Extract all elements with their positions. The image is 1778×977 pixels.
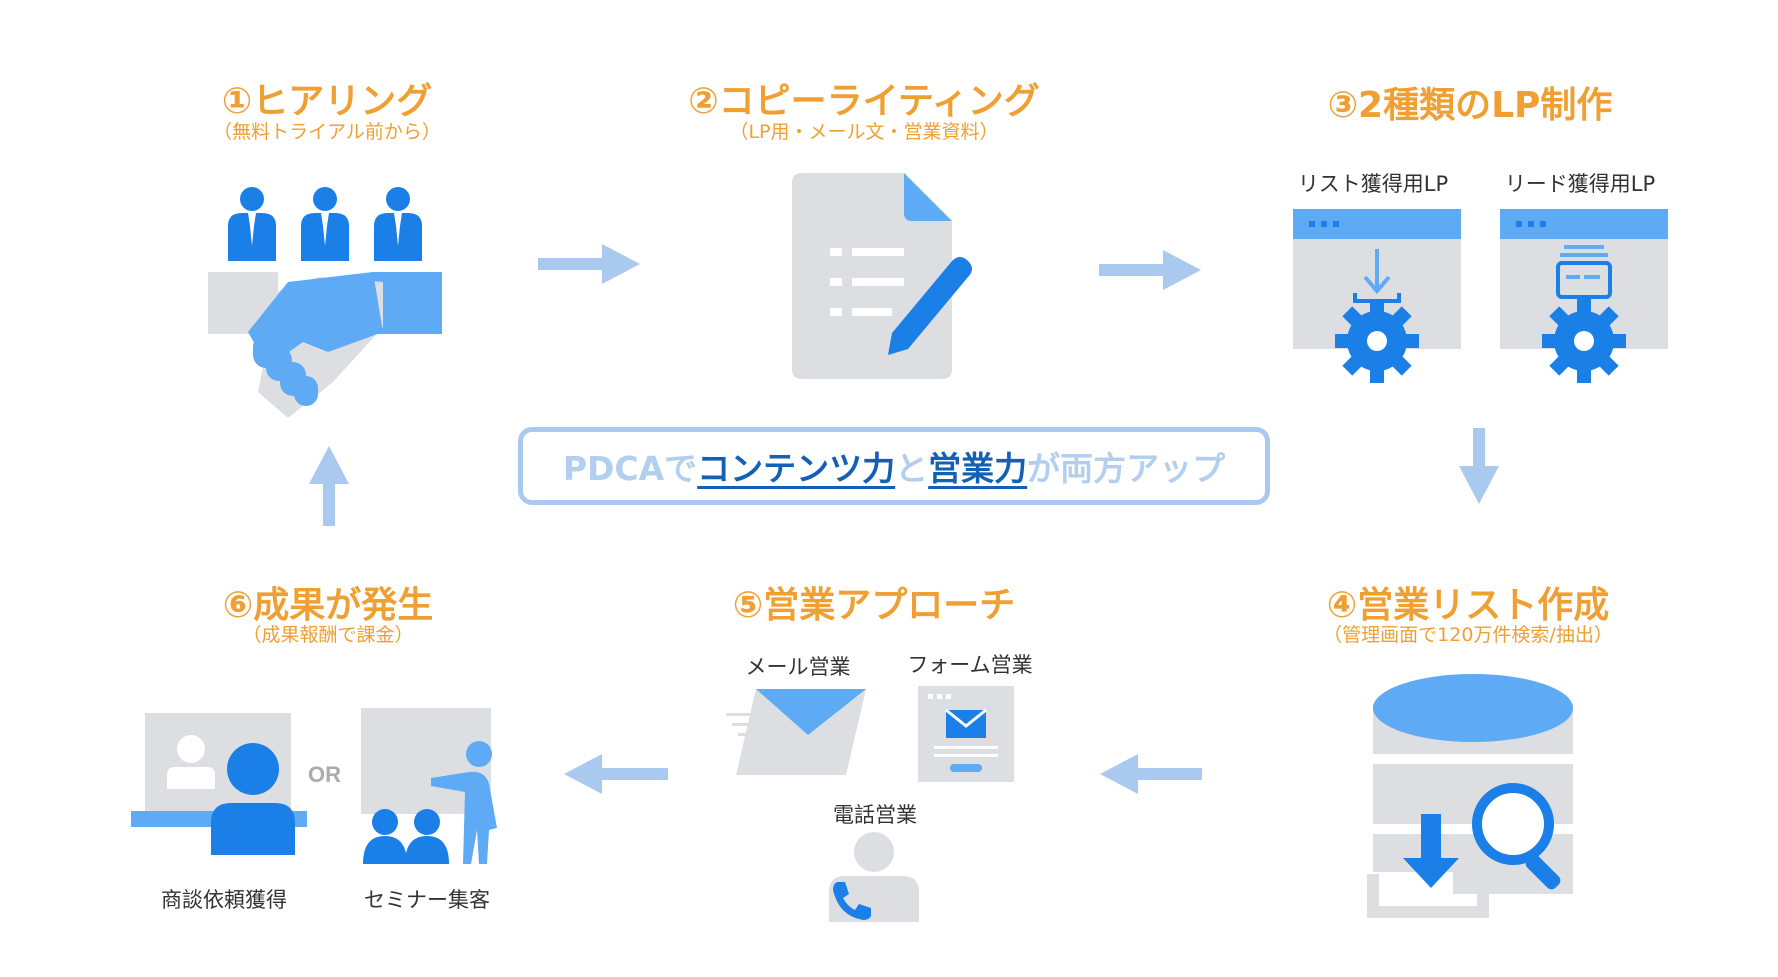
arrow-right-2 bbox=[1099, 250, 1201, 290]
or-label: OR bbox=[308, 762, 341, 787]
meeting-request-label: 商談依頼獲得 bbox=[161, 888, 287, 912]
step3-title: ③2種類のLP制作 bbox=[1327, 85, 1613, 126]
video-call-icon bbox=[131, 713, 307, 855]
step2-title: ②コピーライティング bbox=[688, 81, 1040, 122]
step2-subtitle: （LP用・メール文・営業資料） bbox=[729, 121, 999, 143]
step6-title: ⑥成果が発生 bbox=[222, 585, 434, 626]
browser-download-gear-icon bbox=[1293, 209, 1461, 383]
phone-sales-label: 電話営業 bbox=[833, 803, 917, 827]
pdca-message-box: PDCAでコンテンツ力と営業力が両方アップ bbox=[518, 427, 1270, 505]
pdca-content-power: コンテンツ力 bbox=[697, 449, 896, 488]
step6-subtitle: （成果報酬で課金） bbox=[242, 624, 414, 646]
lp-list-label: リスト獲得用LP bbox=[1297, 172, 1449, 196]
step4-title: ④営業リスト作成 bbox=[1326, 585, 1610, 626]
mail-sales-label: メール営業 bbox=[745, 655, 851, 679]
pdca-sales-power: 営業力 bbox=[928, 449, 1028, 488]
arrow-up bbox=[309, 446, 349, 526]
pdca-suffix: が両方アップ bbox=[1027, 449, 1226, 488]
browser-card-gear-icon bbox=[1500, 209, 1668, 383]
step1-title: ①ヒアリング bbox=[221, 81, 433, 122]
step4-subtitle: （管理画面で120万件検索/抽出） bbox=[1323, 624, 1613, 646]
arrow-left-1 bbox=[1100, 754, 1202, 794]
arrow-left-2 bbox=[564, 754, 668, 794]
people-icon bbox=[228, 187, 422, 261]
database-search-icon bbox=[1363, 674, 1573, 918]
pdca-prefix: PDCAで bbox=[562, 449, 698, 488]
document-pencil-icon bbox=[792, 173, 972, 379]
arrow-down bbox=[1459, 428, 1499, 504]
lp-lead-label: リード獲得用LP bbox=[1504, 172, 1656, 196]
phone-person-icon bbox=[829, 832, 919, 922]
arrow-right-1 bbox=[538, 244, 640, 284]
form-sales-label: フォーム営業 bbox=[907, 653, 1033, 677]
handshake-icon bbox=[208, 272, 442, 418]
seminar-label: セミナー集客 bbox=[364, 888, 490, 912]
step5-title: ⑤営業アプローチ bbox=[732, 585, 1016, 626]
step1-subtitle: （無料トライアル前から） bbox=[213, 121, 441, 143]
presentation-icon bbox=[361, 708, 497, 864]
form-icon bbox=[918, 686, 1014, 782]
envelope-icon bbox=[726, 689, 866, 775]
pdca-mid: と bbox=[895, 449, 929, 488]
